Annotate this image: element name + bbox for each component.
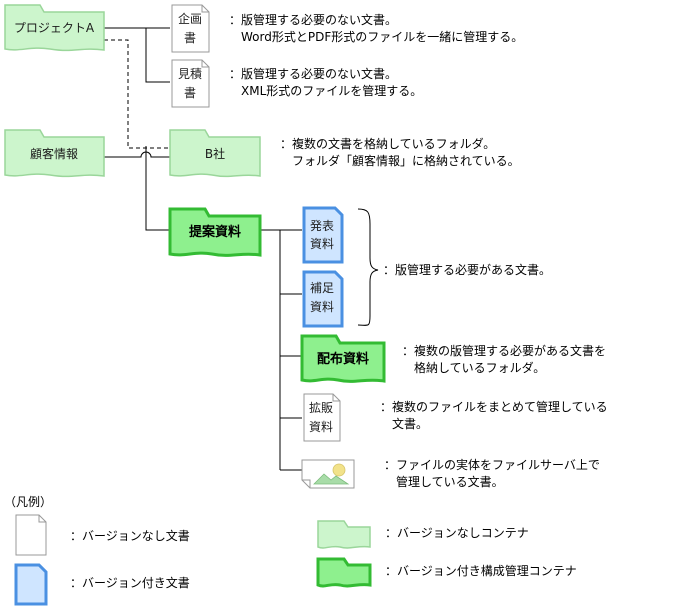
doc-extended[interactable]: 拡販 資料 — [303, 393, 341, 442]
container-company-b[interactable]: B社 — [169, 129, 261, 178]
note-plan-2: Word形式とPDF形式のファイルを一緒に管理する。 — [229, 29, 523, 44]
doc-estimate[interactable]: 見積 書 — [171, 59, 210, 108]
note-distribution-1: ：複数の版管理する必要がある文書を — [402, 343, 606, 358]
connector-companyb-proposal — [145, 146, 170, 231]
connector-project-estimate — [145, 28, 170, 83]
distribution-label: 配布資料 — [317, 351, 369, 367]
container-distribution[interactable]: 配布資料 — [300, 334, 386, 383]
image-file-icon — [313, 463, 350, 485]
doc-image[interactable] — [301, 459, 355, 489]
project-a-label: プロジェクトA — [14, 21, 95, 35]
note-distribution-2: 格納しているフォルダ。 — [402, 360, 545, 375]
doc-plan[interactable]: 企画 書 — [171, 4, 210, 53]
estimate-label-1: 見積 — [178, 66, 202, 81]
doc-supplement[interactable]: 補足 資料 — [302, 270, 344, 328]
connector-project-companyb-dashed — [104, 39, 170, 149]
note-estimate-1: ：版管理する必要のない文書。 — [229, 66, 397, 81]
customer-info-label: 顧客情報 — [30, 146, 78, 161]
legend-plain-doc-label: ：バージョンなし文書 — [70, 528, 190, 543]
container-customer-info[interactable]: 顧客情報 — [4, 129, 105, 178]
plan-label-1: 企画 — [178, 11, 202, 26]
note-extended-2: 文書。 — [380, 416, 428, 431]
estimate-label-2: 書 — [184, 86, 196, 100]
connector-customer-companyb — [104, 151, 170, 158]
container-project-a[interactable]: プロジェクトA — [4, 4, 105, 52]
note-companyb-1: ：複数の文書を格納しているフォルダ。 — [280, 136, 495, 151]
note-versioned: ：版管理する必要がある文書。 — [383, 262, 551, 277]
supplement-label-2: 資料 — [310, 300, 334, 314]
legend-versioned-doc-icon — [14, 563, 48, 606]
legend-plain-container-icon — [317, 520, 371, 549]
container-proposal[interactable]: 提案資料 — [168, 207, 262, 257]
note-image-2: 管理している文書。 — [384, 474, 504, 489]
legend-versioned-doc-label: ：バージョン付き文書 — [70, 575, 190, 590]
legend-versioned-container-label: ：バージョン付き構成管理コンテナ — [385, 563, 577, 578]
note-estimate-2: XML形式のファイルを管理する。 — [229, 83, 422, 98]
note-plan-1: ：版管理する必要のない文書。 — [229, 12, 397, 27]
supplement-label-1: 補足 — [310, 281, 334, 295]
note-extended-1: ：複数のファイルをまとめて管理している — [380, 399, 608, 414]
note-image-1: ：ファイルの実体をファイルサーバ上で — [384, 457, 600, 472]
extended-label-2: 資料 — [309, 420, 333, 434]
doc-presentation[interactable]: 発表 資料 — [302, 206, 344, 264]
extended-label-1: 拡販 — [309, 401, 333, 415]
proposal-label: 提案資料 — [189, 224, 241, 240]
plan-label-2: 書 — [184, 31, 196, 45]
legend-title: （凡例） — [4, 495, 52, 509]
notes: ：版管理する必要のない文書。 Word形式とPDF形式のファイルを一緒に管理する… — [229, 12, 608, 489]
presentation-label-1: 発表 — [310, 219, 334, 233]
legend-plain-doc-icon — [15, 514, 47, 556]
legend-versioned-container-icon — [316, 557, 372, 588]
legend: （凡例） ：バージョンなし文書 ：バージョン付き文書 ：バージョンなしコンテナ … — [4, 495, 577, 606]
versioned-docs-brace — [357, 208, 379, 326]
presentation-label-2: 資料 — [310, 237, 334, 251]
note-companyb-2: フォルダ「顧客情報」に格納されている。 — [280, 153, 520, 168]
company-b-label: B社 — [205, 146, 225, 161]
legend-plain-container-label: ：バージョンなしコンテナ — [385, 526, 529, 540]
connectors — [104, 27, 379, 471]
